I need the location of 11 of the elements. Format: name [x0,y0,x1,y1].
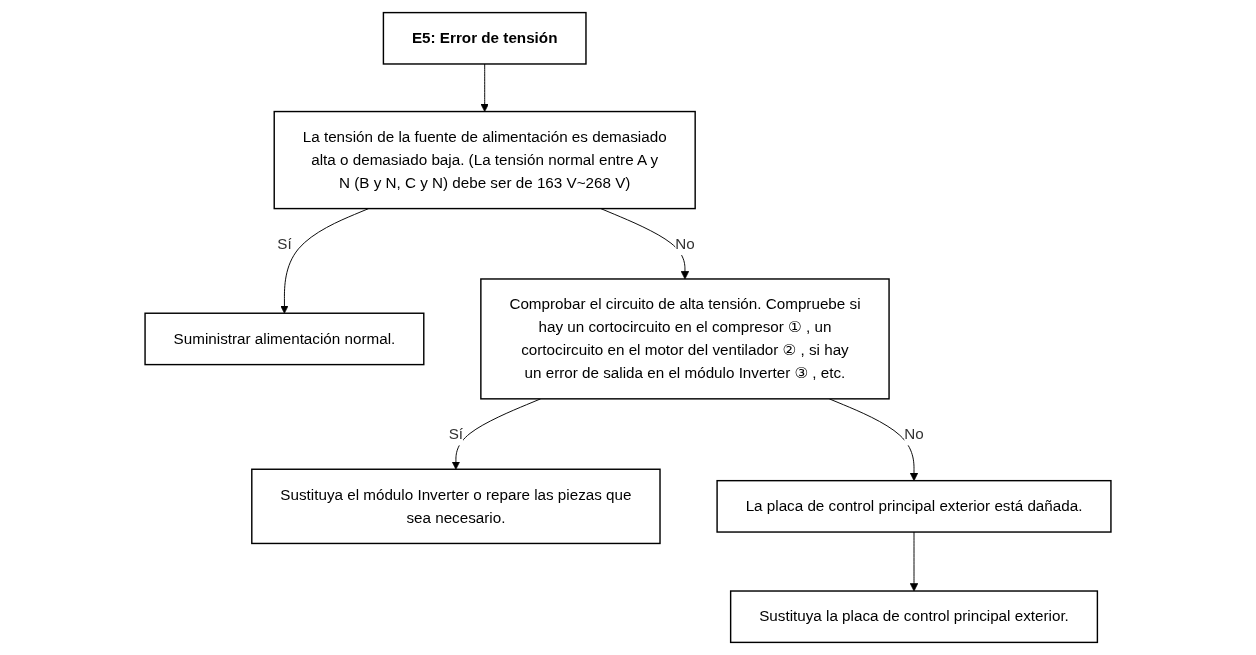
node-box: Suministrar alimentación normal. [144,312,425,366]
node-box: Comprobar el circuito de alta tensión. Compruebe si hay un cortocircuito en el compresor ① , un cortocircuito en el motor del ventilador ② , si hay un error de salida en el módulo Inverter ③ , etc. [480,278,890,400]
node-box: Sustituya la placa de control principal exterior. [729,590,1099,644]
edge-label: Sí [448,425,464,442]
node-box: La placa de control principal exterior está dañada. [716,479,1112,533]
edge-label: No [904,425,924,442]
node-box: La tensión de la fuente de alimentación es demasiado alta o demasiado baja. (La tensión normal entre A y N (B y N, C y N) debe ser de 163 V~268 V) [273,110,696,210]
node-box: Sustituya el módulo Inverter o repare las piezas que sea necesario. [251,468,661,545]
edge-label: Sí [277,235,292,252]
node-box: E5: Error de tensión [382,11,587,65]
edge-label: No [675,235,695,252]
